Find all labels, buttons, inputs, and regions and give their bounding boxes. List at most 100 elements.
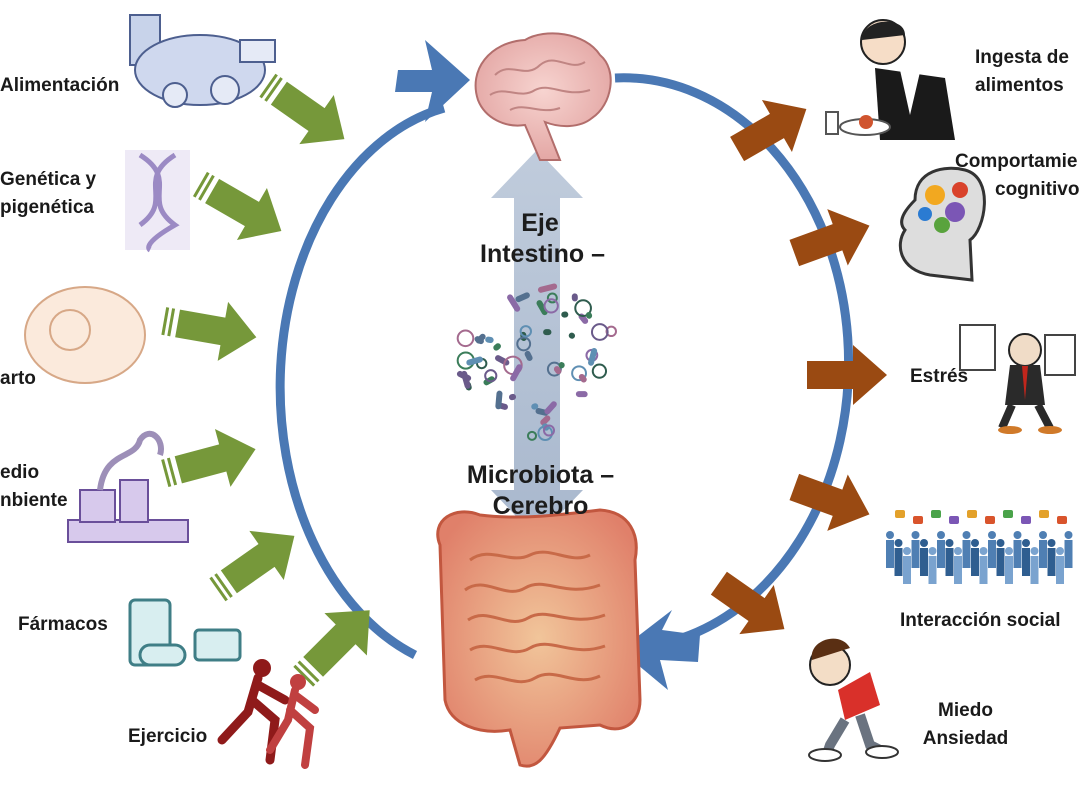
runners-icon	[217, 659, 319, 769]
input-arrow	[259, 73, 345, 145]
microbe-icon	[466, 356, 483, 366]
person-body-icon	[1005, 556, 1013, 584]
person-body-icon	[1047, 548, 1056, 576]
microbe-icon	[524, 350, 533, 361]
input-arrow	[209, 530, 295, 602]
input-label-genetica: Genética y pigenética	[0, 166, 96, 222]
microbiota-cluster-icon	[456, 283, 617, 441]
speech-bubble-icon	[1003, 510, 1013, 518]
microbe-icon	[574, 299, 592, 317]
microbe-icon	[553, 366, 562, 375]
microbe-icon	[475, 333, 486, 344]
person-icon	[894, 539, 903, 547]
output-label-line: Ingesta de	[975, 47, 1069, 68]
microbe-icon	[546, 292, 558, 304]
input-label-alimentacion: Alimentación	[0, 75, 120, 96]
microbe-icon	[561, 311, 569, 318]
microbe-icon	[495, 390, 503, 410]
axis-label-top: Eje Intestino –	[480, 208, 606, 270]
speech-bubble-icon	[913, 516, 923, 524]
input-label-farmacos: Fármacos	[18, 614, 108, 635]
person-icon	[1030, 547, 1039, 555]
person-icon	[1047, 539, 1056, 547]
input-arrow	[161, 301, 257, 361]
person-body-icon	[1064, 540, 1073, 568]
microbe-icon	[544, 401, 557, 415]
person-icon	[1022, 539, 1030, 547]
microbe-icon	[571, 365, 587, 382]
person-icon	[996, 539, 1005, 547]
speech-bubble-icon	[949, 516, 959, 524]
person-body-icon	[886, 540, 894, 568]
cycle-arrow-to-gut	[620, 610, 700, 690]
microbe-icon	[605, 325, 617, 338]
microbe-icon	[568, 332, 576, 339]
person-icon	[928, 547, 937, 555]
microbe-icon	[515, 292, 530, 303]
person-body-icon	[1022, 548, 1030, 576]
person-icon	[1039, 531, 1047, 539]
person-icon	[1056, 547, 1064, 555]
microbe-icon	[591, 363, 608, 379]
microbe-icon	[571, 293, 578, 302]
microbe-icon	[543, 329, 552, 336]
stressed-man-icon	[959, 324, 1076, 434]
microbe-icon	[536, 300, 548, 316]
microbe-icon	[508, 393, 517, 401]
output-label-line: Comportamie	[955, 151, 1078, 172]
input-label-line: pigenética	[0, 197, 94, 218]
food-icon	[129, 14, 276, 108]
axis-label-line: Intestino –	[480, 240, 606, 268]
output-label-line: cognitivo	[995, 179, 1080, 200]
person-icon	[1064, 531, 1073, 539]
output-arrow	[789, 473, 870, 531]
person-body-icon	[988, 540, 996, 568]
person-icon	[920, 539, 928, 547]
output-arrow	[730, 100, 807, 162]
social-crowd-icon	[886, 510, 1073, 584]
axis-label-line: Cerebro	[492, 492, 589, 520]
person-icon	[1013, 531, 1022, 539]
person-icon	[903, 547, 911, 555]
person-body-icon	[996, 548, 1005, 576]
person-icon	[962, 531, 971, 539]
microbe-icon	[456, 370, 472, 382]
output-arrow	[807, 345, 887, 405]
output-label-estres: Estrés	[910, 366, 969, 387]
axis-label-bottom: Microbiota – Cerebro	[453, 460, 628, 522]
microbe-icon	[510, 364, 523, 382]
speech-bubble-icon	[1021, 516, 1031, 524]
person-icon	[911, 531, 920, 539]
speech-bubble-icon	[895, 510, 905, 518]
person-body-icon	[971, 548, 979, 576]
input-label-line: edio	[0, 462, 40, 483]
person-icon	[937, 531, 945, 539]
microbe-icon	[558, 362, 565, 369]
person-body-icon	[1056, 556, 1064, 584]
cycle-arrow-to-brain	[395, 40, 470, 122]
input-label-ejercicio: Ejercicio	[128, 726, 208, 747]
microbe-icon	[575, 391, 588, 398]
output-label-interaccion: Interacción social	[900, 610, 1061, 631]
input-label-line: Genética y	[0, 169, 97, 190]
birth-icon	[24, 286, 146, 384]
output-label-line: alimentos	[975, 75, 1064, 96]
microbe-icon	[590, 323, 609, 341]
input-arrow	[192, 171, 282, 240]
microbe-icon	[485, 336, 494, 344]
microbe-icon	[526, 430, 538, 441]
person-body-icon	[937, 540, 945, 568]
person-body-icon	[903, 556, 911, 584]
person-body-icon	[920, 548, 928, 576]
output-label-miedo: Miedo Ansiedad	[918, 697, 1013, 753]
speech-bubble-icon	[1057, 516, 1067, 524]
environment-icon	[67, 430, 189, 543]
input-arrow	[293, 610, 370, 687]
input-label-medio-ambiente: edio nbiente	[0, 459, 68, 515]
speech-bubble-icon	[1039, 510, 1049, 518]
person-body-icon	[962, 540, 971, 568]
person-body-icon	[1030, 556, 1039, 584]
output-arrow	[789, 209, 870, 267]
person-body-icon	[954, 556, 962, 584]
